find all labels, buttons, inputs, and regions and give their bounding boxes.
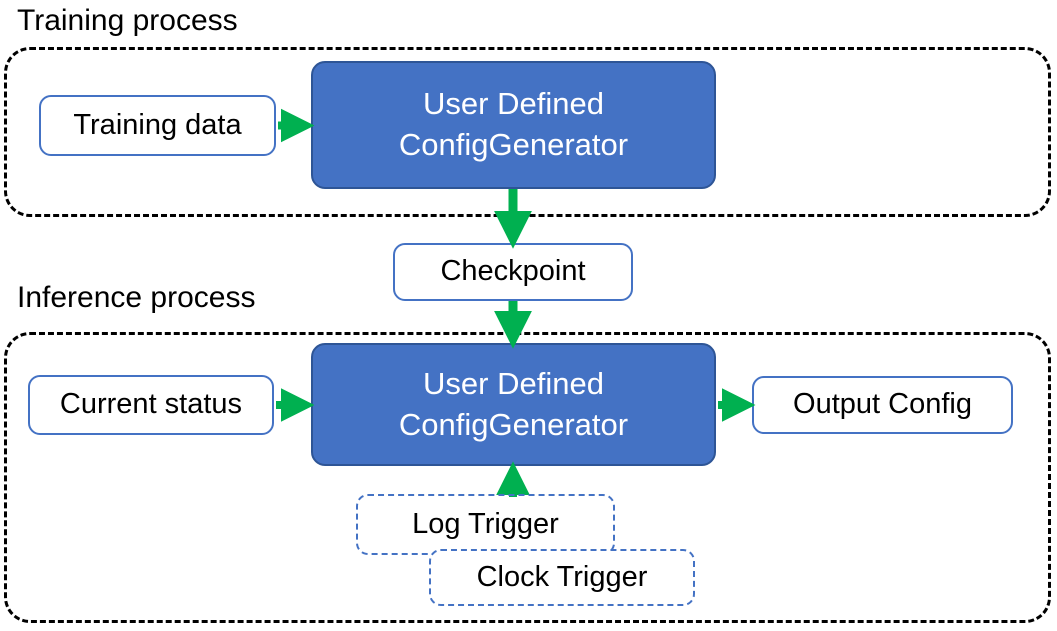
- node-clock-trigger-label: Clock Trigger: [476, 560, 648, 593]
- node-output-config-label: Output Config: [793, 388, 972, 421]
- node-user-defined-configgenerator-training[interactable]: User Defined ConfigGenerator: [311, 61, 716, 189]
- node-current-status-label: Current status: [59, 388, 243, 421]
- generator-inference-label-line2: ConfigGenerator: [398, 406, 629, 442]
- node-training-data[interactable]: Training data: [39, 95, 276, 156]
- generator-inference-label-line1: User Defined: [423, 365, 604, 401]
- node-clock-trigger[interactable]: Clock Trigger: [429, 549, 695, 606]
- generator-training-label-line1: User Defined: [423, 86, 604, 122]
- node-checkpoint-label: Checkpoint: [440, 255, 586, 288]
- node-current-status[interactable]: Current status: [28, 375, 274, 435]
- inference-process-title: Inference process: [17, 281, 256, 314]
- generator-training-label-line2: ConfigGenerator: [398, 127, 629, 162]
- node-checkpoint[interactable]: Checkpoint: [393, 243, 633, 301]
- training-process-title: Training process: [17, 4, 238, 37]
- node-training-data-label: Training data: [73, 108, 242, 141]
- node-log-trigger-label: Log Trigger: [412, 507, 559, 540]
- node-user-defined-configgenerator-inference[interactable]: User Defined ConfigGenerator: [311, 343, 716, 466]
- node-output-config[interactable]: Output Config: [752, 376, 1013, 434]
- node-log-trigger[interactable]: Log Trigger: [356, 494, 615, 555]
